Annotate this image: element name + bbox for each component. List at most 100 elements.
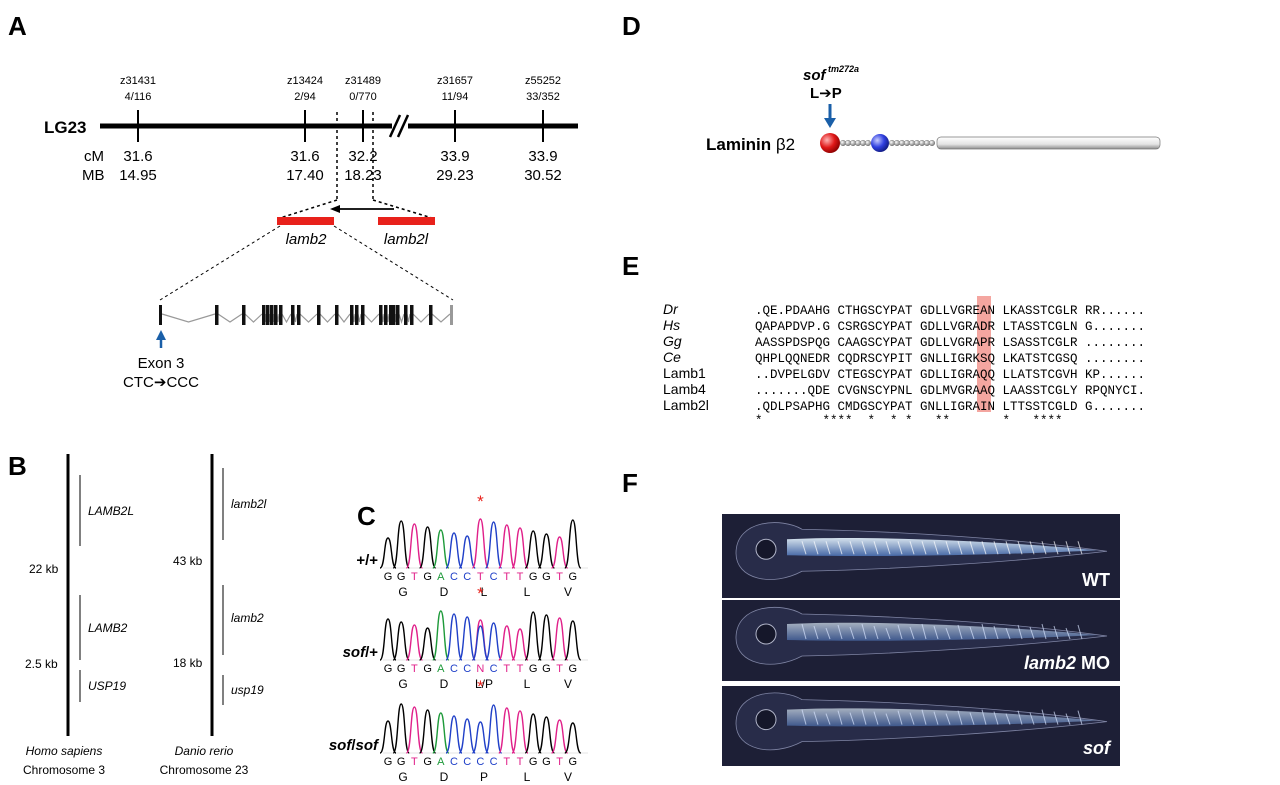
marker-recombinants: 11/94 [442, 91, 469, 103]
base-call: G [529, 756, 538, 768]
trace-peak [537, 614, 556, 661]
muscle-segment [921, 623, 927, 640]
trace-peak [445, 613, 463, 661]
base-call: T [477, 571, 484, 583]
muscle-segment [897, 624, 903, 640]
amino-acid: G [398, 677, 407, 691]
amino-acid: V [564, 677, 572, 691]
base-call: G [569, 571, 578, 583]
trace-peak [564, 519, 582, 569]
intron-line [217, 313, 243, 323]
exon-block [291, 305, 295, 325]
base-call: T [411, 571, 418, 583]
muscle-segment [1053, 625, 1059, 640]
protein-name: Laminin β2 [706, 135, 795, 154]
muscle-segment [1029, 712, 1035, 725]
marker-mb: 17.40 [286, 167, 324, 184]
base-call: T [503, 663, 510, 675]
egf-repeat-beads [840, 139, 936, 146]
ln-domain-red [820, 133, 840, 153]
genotype-label: sof/+ [343, 644, 379, 661]
exon-block [379, 305, 383, 325]
trace-peak [432, 712, 450, 754]
cm-row-label: cM [84, 148, 104, 165]
muscle-segment [861, 541, 867, 555]
panel-b-synteny: LAMB2L LAMB2 USP19 22 kb 2.5 kb lamb2l l… [23, 454, 267, 777]
genotype-label: +/+ [356, 552, 378, 569]
amino-acid: L [481, 585, 488, 599]
base-call: G [542, 571, 551, 583]
intron-line [244, 313, 263, 323]
break-gap [392, 115, 408, 137]
base-call: T [556, 663, 563, 675]
exon-structure [159, 305, 453, 325]
alignment-sequence: QAPAPDVP.G CSRGSCYPAT GDLLVGRADR LTASSTC… [755, 320, 1145, 334]
panel-letter-b: B [8, 451, 27, 481]
trace-peak [484, 704, 503, 754]
muscle-segment [1065, 627, 1071, 640]
trace-peak [471, 721, 490, 754]
dash-right-diag [372, 199, 433, 219]
amino-acid: L [524, 770, 531, 784]
muscle-segment [1053, 711, 1059, 725]
trace-peak [405, 523, 424, 569]
trace-peak [379, 720, 397, 754]
amino-acid: L [524, 585, 531, 599]
muscle-segment [837, 624, 843, 640]
alignment-species: Lamb1 [663, 365, 706, 381]
trace-peak [458, 616, 476, 661]
exon-block [450, 305, 453, 325]
exon-block [392, 305, 396, 325]
base-call: G [384, 571, 393, 583]
exon-block [266, 305, 270, 325]
protein-name-text: Laminin [706, 135, 771, 154]
mutation-arrow-head [824, 118, 836, 128]
lamb2-label: lamb2 [286, 231, 328, 248]
trace-peak [405, 624, 424, 661]
exon-block [355, 305, 359, 325]
base-call: G [529, 571, 538, 583]
marker-mb: 18.23 [344, 167, 382, 184]
egf-bead [899, 139, 906, 146]
base-call: G [423, 571, 432, 583]
marker-recombinants: 4/116 [125, 91, 152, 103]
trace-peak [432, 529, 450, 569]
base-call: A [437, 663, 445, 675]
human-gene-lamb2: LAMB2 [88, 621, 128, 635]
muscle-segment [813, 625, 819, 640]
trace-peak [392, 520, 410, 569]
base-call: C [463, 571, 471, 583]
muscle-segment [1053, 541, 1059, 555]
trace-peak [498, 707, 516, 754]
muscle-segment [1077, 541, 1083, 555]
muscle-segment [885, 627, 891, 640]
trace-peak [418, 709, 437, 754]
trace-peak [524, 611, 542, 661]
coiled-coil-rod [936, 136, 1161, 150]
muscle-segment [825, 713, 831, 725]
muscle-segment [933, 711, 939, 725]
exon-block [242, 305, 246, 325]
marker-list: z314314/11631.614.95z134242/9431.617.40z… [119, 75, 562, 184]
egf-bead [919, 139, 926, 146]
base-call: C [476, 756, 484, 768]
muscle-segment [897, 541, 903, 555]
base-call: T [503, 756, 510, 768]
trace-peak-secondary [471, 625, 490, 661]
fish-label: WT [1082, 570, 1110, 590]
muscle-segment [825, 541, 831, 555]
muscle-segment [921, 709, 927, 725]
base-call: C [450, 756, 458, 768]
zebrafish-gene-lamb2l: lamb2l [231, 497, 267, 511]
exon-block [262, 305, 266, 325]
intron-line [161, 313, 216, 323]
orientation-arrow-head [330, 205, 340, 213]
amino-acid: G [398, 770, 407, 784]
amino-acid: D [440, 585, 449, 599]
lamb2l-label: lamb2l [384, 231, 429, 248]
chromosome-label: LG23 [44, 118, 87, 137]
trace-peak [498, 524, 516, 569]
amino-acid: G [398, 585, 407, 599]
exon-block [410, 305, 414, 325]
